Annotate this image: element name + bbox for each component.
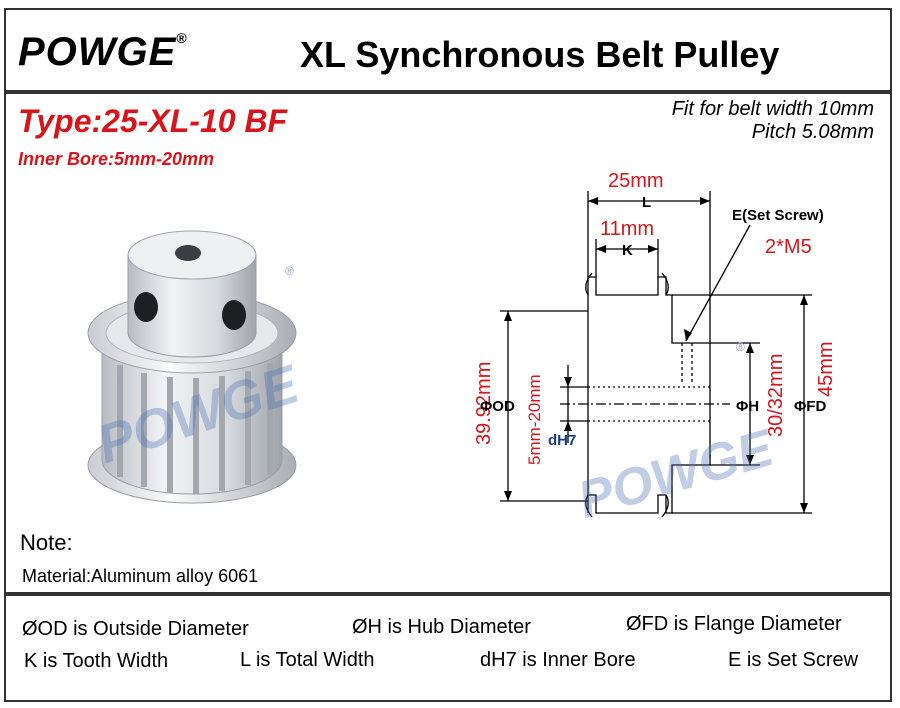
flange-lip-tr xyxy=(661,272,669,296)
set-screw-label: E(Set Screw) xyxy=(732,207,824,224)
hub xyxy=(127,254,257,358)
def-flange-diameter: ØFD is Flange Diameter xyxy=(626,613,842,635)
def-tooth-width: K is Tooth Width xyxy=(24,650,169,672)
l-label: L xyxy=(642,194,651,211)
material-info: Material:Aluminum alloy 6061 xyxy=(22,566,259,586)
set-screw-value: 2*M5 xyxy=(765,236,812,258)
photo-watermark-mark: ® xyxy=(285,264,294,278)
h-value: 30/32mm xyxy=(765,354,787,437)
h-label: ΦH xyxy=(736,398,759,415)
def-total-width: L is Total Width xyxy=(240,649,375,671)
drawing-watermark-mark: ® xyxy=(736,340,745,354)
dimension-drawing: 25mm L 11mm K E(Set Screw) 2*M5 39.92mm … xyxy=(473,170,837,530)
l-value: 25mm xyxy=(608,170,664,192)
content-frame xyxy=(4,92,892,594)
belt-width: Fit for belt width 10mm xyxy=(671,98,874,120)
pulley-photo: POWGE ® xyxy=(87,230,307,504)
legend-frame xyxy=(4,594,892,702)
set-screw-leader xyxy=(685,224,751,342)
bore-value: 5mm-20mm xyxy=(525,374,544,465)
od-value: 39.92mm xyxy=(473,362,495,445)
def-outside-diameter: ØOD is Outside Diameter xyxy=(22,618,249,640)
dimension-arrows xyxy=(504,197,808,513)
pulley-type: Type:25-XL-10 BF xyxy=(18,103,288,139)
k-value: 11mm xyxy=(600,218,654,240)
header-frame xyxy=(4,8,892,92)
k-label: K xyxy=(622,242,633,259)
page-title: XL Synchronous Belt Pulley xyxy=(300,34,780,75)
belt-fit-info: Fit for belt width 10mm Pitch 5.08mm xyxy=(672,98,874,144)
od-label: ΦOD xyxy=(480,398,515,415)
def-inner-bore: dH7 is Inner Bore xyxy=(480,649,636,671)
flange-lip-tl xyxy=(585,272,593,296)
registered-mark: ® xyxy=(176,30,188,46)
brand-logo: POWGE® xyxy=(18,30,188,75)
fd-value: 45mm xyxy=(815,341,837,397)
bore-label: dH7 xyxy=(548,432,576,449)
flange-lip-br xyxy=(661,494,669,518)
def-hub-diameter: ØH is Hub Diameter xyxy=(352,616,531,638)
def-set-screw: E is Set Screw xyxy=(728,649,859,671)
inner-bore-range: Inner Bore:5mm-20mm xyxy=(18,149,215,169)
bore-hole xyxy=(175,245,201,261)
teeth-grooves xyxy=(117,363,273,494)
set-screw-right-icon xyxy=(222,300,246,330)
fd-label: ΦFD xyxy=(794,398,826,415)
flange-lip-bl xyxy=(585,494,593,518)
set-screw-left-icon xyxy=(134,292,158,322)
belt-pitch: Pitch 5.08mm xyxy=(751,121,874,143)
logo-text: POWGE xyxy=(18,30,177,74)
set-screw-holes xyxy=(681,343,693,383)
note-title: Note: xyxy=(20,530,73,555)
